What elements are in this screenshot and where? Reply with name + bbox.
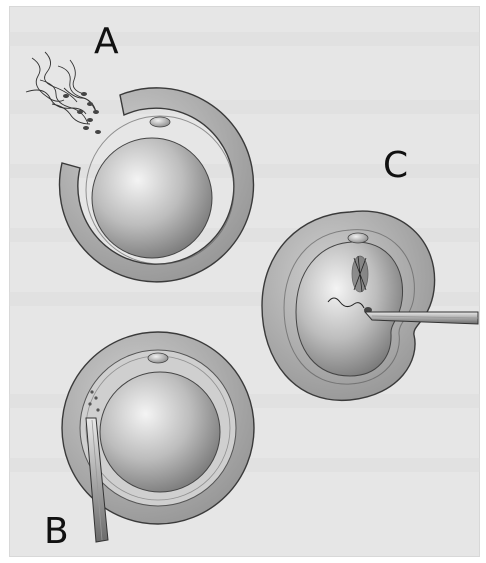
spindle-icon [352, 256, 368, 292]
oocyte-a [60, 88, 254, 282]
label-b: B [44, 514, 69, 550]
polar-body-icon [150, 117, 170, 127]
polar-body-icon [348, 233, 368, 243]
oocyte-body-c [296, 242, 403, 376]
label-a: A [94, 24, 119, 60]
label-c: C [383, 148, 408, 184]
polar-body-icon [148, 353, 168, 363]
oocyte-body-a [92, 138, 212, 258]
oocyte-c [262, 211, 435, 400]
oocyte-body-b [100, 372, 220, 492]
sperm-cluster-icon [26, 52, 101, 134]
